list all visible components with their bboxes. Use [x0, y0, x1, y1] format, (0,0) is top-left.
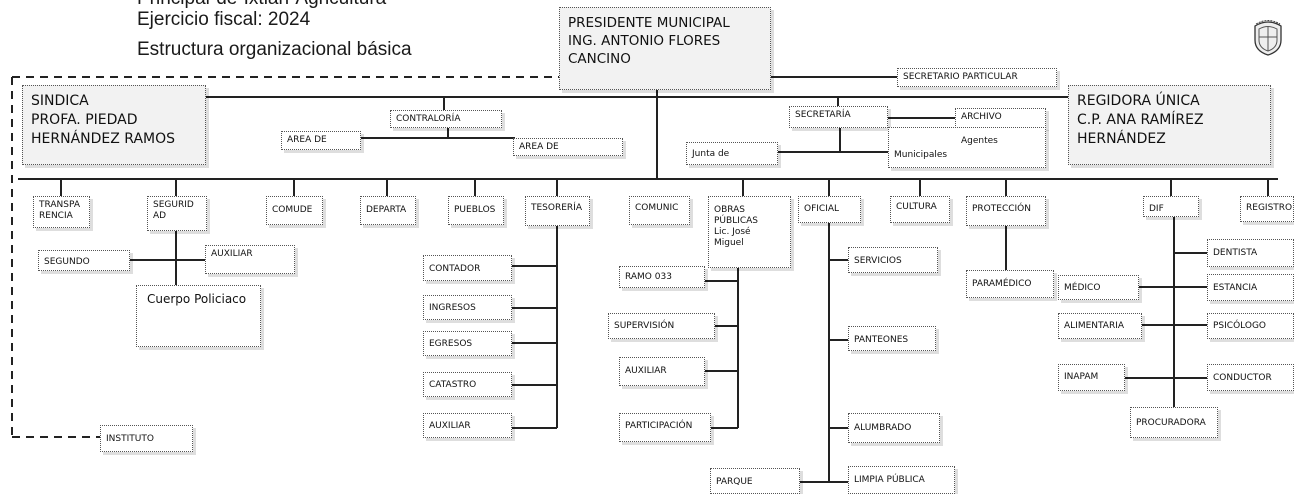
node-obras-line2: PÚBLICAS — [714, 216, 759, 226]
node-registro: REGISTRO — [1240, 196, 1294, 222]
node-supervision: SUPERVISIÓN — [608, 313, 715, 339]
node-oficial: OFICIAL — [798, 196, 861, 223]
node-agentes-municipales: Agentes Municipales — [888, 127, 1046, 168]
node-presidente-name-1: ING. ANTONIO FLORES — [568, 33, 721, 49]
node-departa: DEPARTA — [360, 196, 416, 225]
node-estancia: ESTANCIA — [1207, 274, 1294, 301]
node-presidente-municipal: PRESIDENTE MUNICIPAL ING. ANTONIO FLORES… — [559, 7, 771, 90]
node-ramo-033: RAMO 033 — [619, 266, 705, 288]
node-regidora-name-1: C.P. ANA RAMÍREZ — [1077, 112, 1204, 128]
node-transparencia: TRANSPA RENCIA — [33, 196, 90, 228]
node-regidora-name-2: HERNÁNDEZ — [1077, 131, 1166, 147]
node-auxiliar-seguridad: AUXILIAR — [205, 245, 295, 274]
node-agentes-line1: Agentes — [961, 136, 998, 146]
municipal-seal-icon — [1254, 20, 1282, 56]
node-egresos: EGRESOS — [423, 331, 512, 356]
node-junta-de: Junta de — [686, 142, 778, 165]
node-contraloria: CONTRALORÍA — [390, 110, 502, 128]
node-auxiliar-tesoreria: AUXILIAR — [423, 413, 512, 438]
node-paramedico: PARAMÉDICO — [966, 270, 1054, 298]
node-seguridad-line1: SEGURID — [153, 200, 194, 210]
node-sindica-name-1: PROFA. PIEDAD — [31, 112, 138, 128]
node-transparencia-line1: TRANSPA — [39, 200, 80, 210]
node-comude: COMUDE — [266, 196, 323, 225]
node-regidora-title: REGIDORA ÚNICA — [1077, 93, 1200, 109]
node-obras-line3: Lic. José — [714, 227, 751, 237]
node-auxiliar-obras: AUXILIAR — [619, 357, 705, 386]
node-inapam: INAPAM — [1058, 364, 1125, 391]
node-proteccion: PROTECCIÓN — [966, 196, 1046, 226]
node-cuerpo-policiaco: Cuerpo Policiaco — [136, 285, 261, 347]
node-obras-line4: Miguel — [714, 238, 744, 248]
node-sindica-title: SINDICA — [31, 93, 89, 109]
node-panteones: PANTEONES — [848, 326, 936, 351]
node-alumbrado: ALUMBRADO — [848, 413, 940, 443]
node-participacion: PARTICIPACIÓN — [619, 413, 711, 442]
node-seguridad-line2: AD — [153, 211, 167, 221]
node-presidente-name-2: CANCINO — [568, 51, 631, 67]
node-regidora-unica: REGIDORA ÚNICA C.P. ANA RAMÍREZ HERNÁNDE… — [1068, 85, 1271, 165]
node-secretaria: SECRETARÍA — [789, 106, 888, 128]
node-pueblos: PUEBLOS — [448, 196, 504, 225]
header-fiscal-year: Ejercicio fiscal: 2024 — [137, 9, 311, 30]
node-agentes-line2: Municipales — [894, 150, 948, 160]
header-structure-title: Estructura organizacional básica — [137, 39, 412, 60]
node-parque: PARQUE — [710, 468, 800, 494]
node-conductor: CONDUCTOR — [1207, 364, 1294, 391]
node-dentista: DENTISTA — [1207, 239, 1294, 267]
node-sindica: SINDICA PROFA. PIEDAD HERNÁNDEZ RAMOS — [22, 85, 206, 165]
node-servicios: SERVICIOS — [848, 247, 938, 273]
node-sindica-name-2: HERNÁNDEZ RAMOS — [31, 131, 176, 147]
node-area-de-1: AREA DE — [281, 131, 361, 150]
node-obras-line1: OBRAS — [714, 205, 746, 215]
node-archivo: ARCHIVO — [955, 108, 1046, 128]
node-alimentaria: ALIMENTARIA — [1058, 313, 1142, 339]
node-transparencia-line2: RENCIA — [39, 211, 73, 221]
node-comunic: COMUNIC — [629, 196, 690, 225]
node-medico: MÉDICO — [1058, 275, 1139, 300]
node-segundo: SEGUNDO — [38, 250, 130, 271]
node-obras-publicas: OBRAS PÚBLICAS Lic. José Miguel — [708, 196, 791, 268]
node-presidente-title: PRESIDENTE MUNICIPAL — [568, 15, 730, 31]
node-cultura: CULTURA — [890, 196, 950, 223]
node-psicologo: PSICÓLOGO — [1207, 313, 1294, 339]
node-contador: CONTADOR — [423, 255, 512, 281]
node-area-de-2: AREA DE — [513, 138, 623, 156]
header-line-municipality: Principal-de-Ixtlán-Agricultura — [137, 0, 386, 10]
node-procuradora: PROCURADORA — [1130, 407, 1218, 438]
node-dif: DIF — [1143, 196, 1199, 217]
node-secretario-particular: SECRETARIO PARTICULAR — [897, 68, 1057, 87]
node-ingresos: INGRESOS — [423, 295, 512, 320]
node-instituto: INSTITUTO — [100, 425, 193, 452]
node-seguridad: SEGURID AD — [147, 196, 207, 231]
node-limpia-publica: LIMPIA PÚBLICA — [848, 466, 955, 494]
node-tesoreria: TESORERÍA — [525, 196, 590, 226]
node-catastro: CATASTRO — [423, 372, 512, 397]
